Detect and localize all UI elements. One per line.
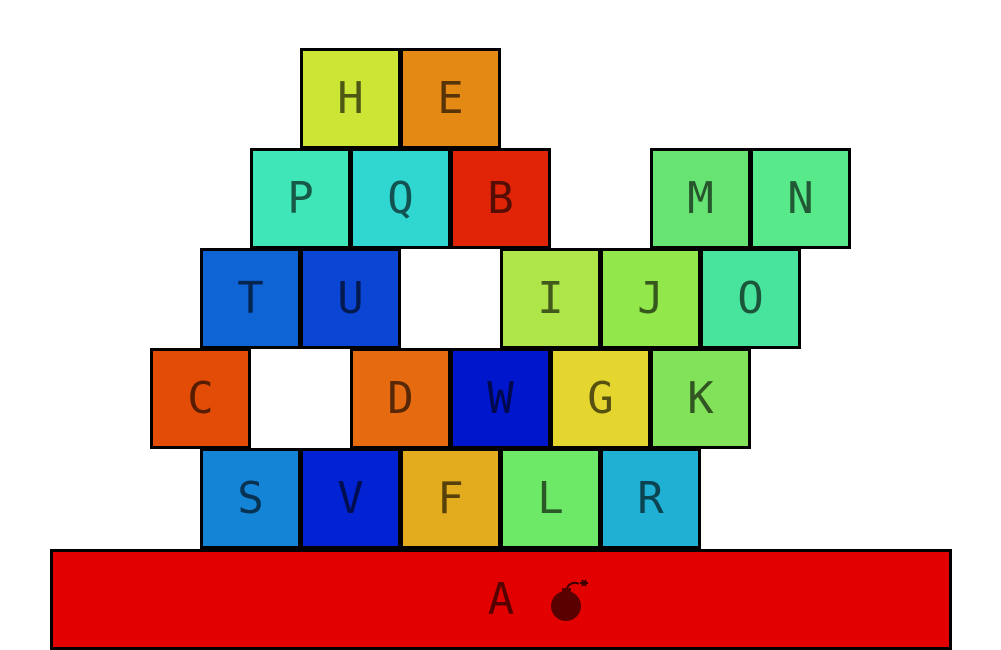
block-label: C [187,372,214,424]
block-label: L [537,472,564,524]
block-label: W [487,372,514,424]
block-label: Q [387,172,414,224]
block-d[interactable]: D [350,348,451,449]
block-label: M [687,172,714,224]
block-r[interactable]: R [600,448,701,549]
block-label: P [287,172,314,224]
block-l[interactable]: L [500,448,601,549]
block-o[interactable]: O [700,248,801,349]
block-p[interactable]: P [250,148,351,249]
block-h[interactable]: H [300,48,401,149]
block-label: B [487,172,514,224]
block-m[interactable]: M [650,148,751,249]
block-label: J [637,272,664,324]
block-label: S [237,472,264,524]
block-q[interactable]: Q [350,148,451,249]
bomb-icon [551,579,588,621]
block-i[interactable]: I [500,248,601,349]
block-u[interactable]: U [300,248,401,349]
block-label: N [787,172,814,224]
block-label: G [587,372,614,424]
block-label: K [687,372,714,424]
block-t[interactable]: T [200,248,301,349]
block-g[interactable]: G [550,348,651,449]
block-label: D [387,372,414,424]
block-k[interactable]: K [650,348,751,449]
block-b[interactable]: B [450,148,551,249]
block-v[interactable]: V [300,448,401,549]
block-w[interactable]: W [450,348,551,449]
block-c[interactable]: C [150,348,251,449]
block-f[interactable]: F [400,448,501,549]
block-label: V [337,472,364,524]
block-label: F [437,472,464,524]
block-label: I [537,272,564,324]
block-s[interactable]: S [200,448,301,549]
block-label: T [237,272,264,324]
block-label: R [637,472,664,524]
block-e[interactable]: E [400,48,501,149]
block-label: H [337,72,364,124]
base-block-a[interactable]: A [50,549,952,650]
block-label: U [337,272,364,324]
block-j[interactable]: J [600,248,701,349]
block-label: O [737,272,764,324]
base-block-label: A [487,574,515,625]
block-n[interactable]: N [750,148,851,249]
block-label: E [437,72,464,124]
